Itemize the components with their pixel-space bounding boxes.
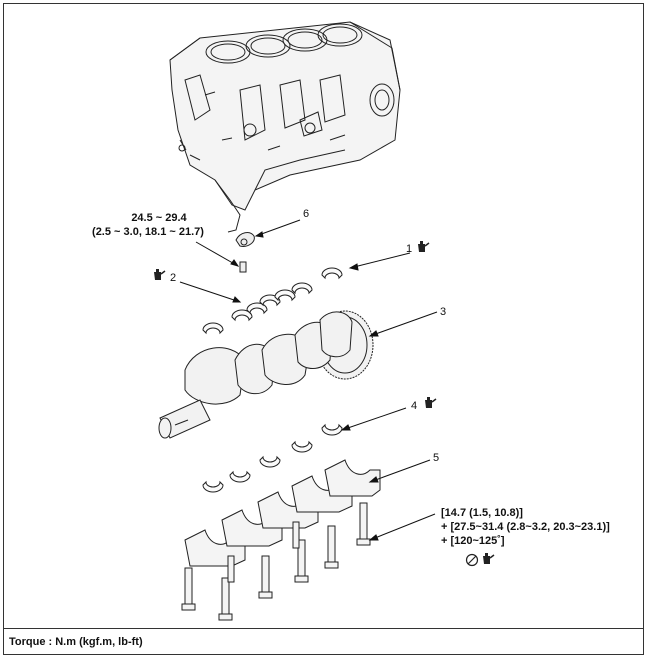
upper-main-bearings	[202, 267, 343, 335]
bearing-cap-bolts	[181, 502, 371, 621]
cylinder-block	[169, 21, 401, 233]
no-reuse-icon	[465, 553, 479, 567]
callout-1: 1	[406, 243, 413, 255]
footer-divider	[3, 628, 644, 629]
callout-5: 5	[433, 452, 440, 464]
callout-3: 3	[440, 306, 447, 318]
leader-lines	[179, 219, 438, 541]
oil-jet-torque-kgf-lbft: (2.5 ~ 3.0, 18.1 ~ 21.7)	[92, 226, 204, 238]
callout-4: 4	[411, 400, 418, 412]
lower-main-bearings	[202, 423, 343, 493]
oil-can-icon	[483, 553, 495, 564]
oil-can-icon	[418, 241, 430, 252]
bolt-torque-step3: + [120~125˚]	[441, 535, 505, 547]
oil-jet	[235, 232, 255, 273]
callout-6: 6	[303, 208, 310, 220]
oil-can-icon	[425, 397, 437, 408]
main-bearing-caps	[184, 459, 381, 567]
oil-jet-torque-nm: 24.5 ~ 29.4	[131, 212, 187, 224]
oil-can-icon	[154, 269, 166, 280]
bolt-torque-step2: + [27.5~31.4 (2.8~3.2, 20.3~23.1)]	[441, 521, 610, 533]
oil-jet-torque-spec: 24.5 ~ 29.4 (2.5 ~ 3.0, 18.1 ~ 21.7)	[92, 211, 221, 239]
bolt-torque-step1: [14.7 (1.5, 10.8)]	[441, 507, 523, 519]
callout-2: 2	[170, 272, 177, 284]
diagram-frame	[3, 3, 644, 655]
torque-unit-footer: Torque : N.m (kgf.m, lb-ft)	[9, 636, 143, 648]
bearing-cap-bolt-torque-spec: [14.7 (1.5, 10.8)] + [27.5~31.4 (2.8~3.2…	[441, 506, 610, 548]
crankshaft	[158, 310, 374, 439]
